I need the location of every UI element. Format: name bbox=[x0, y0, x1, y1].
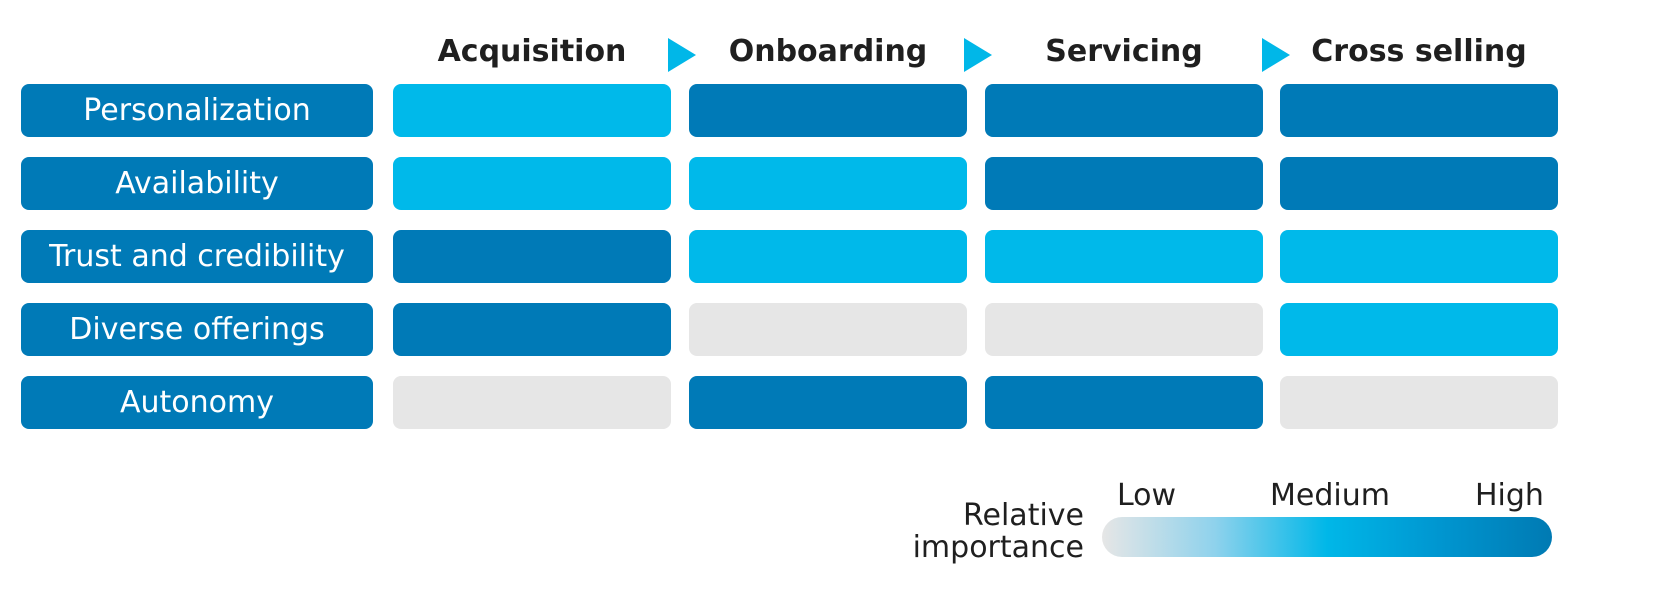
column-header-cross-selling: Cross selling bbox=[1311, 34, 1527, 69]
row-label-autonomy: Autonomy bbox=[21, 376, 373, 429]
legend-title-line-1: Relative bbox=[963, 498, 1084, 533]
cell-diverse-offerings-acquisition bbox=[393, 303, 671, 356]
row-label-diverse-offerings: Diverse offerings bbox=[21, 303, 373, 356]
cell-availability-servicing bbox=[985, 157, 1263, 210]
cell-diverse-offerings-servicing bbox=[985, 303, 1263, 356]
stage-arrow-icon bbox=[1262, 38, 1290, 72]
cell-personalization-acquisition bbox=[393, 84, 671, 137]
legend-gradient-bar bbox=[1102, 517, 1552, 557]
cell-autonomy-onboarding bbox=[689, 376, 967, 429]
cell-personalization-onboarding bbox=[689, 84, 967, 137]
column-header-onboarding: Onboarding bbox=[728, 34, 928, 69]
legend-title-line-2: importance bbox=[912, 530, 1084, 565]
legend-low-label: Low bbox=[1117, 478, 1177, 513]
row-label-personalization: Personalization bbox=[21, 84, 373, 137]
cell-autonomy-cross-selling bbox=[1280, 376, 1558, 429]
column-header-acquisition: Acquisition bbox=[437, 34, 627, 69]
legend-title: Relative importance bbox=[860, 500, 1084, 564]
cell-personalization-cross-selling bbox=[1280, 84, 1558, 137]
legend-medium-label: Medium bbox=[1270, 478, 1390, 513]
cell-availability-acquisition bbox=[393, 157, 671, 210]
row-label-availability: Availability bbox=[21, 157, 373, 210]
cell-diverse-offerings-cross-selling bbox=[1280, 303, 1558, 356]
cell-trust-and-credibility-acquisition bbox=[393, 230, 671, 283]
cell-autonomy-acquisition bbox=[393, 376, 671, 429]
cell-availability-onboarding bbox=[689, 157, 967, 210]
column-header-servicing: Servicing bbox=[1045, 34, 1203, 69]
stage-arrow-icon bbox=[964, 38, 992, 72]
stage-arrow-icon bbox=[668, 38, 696, 72]
cell-availability-cross-selling bbox=[1280, 157, 1558, 210]
cell-personalization-servicing bbox=[985, 84, 1263, 137]
cell-autonomy-servicing bbox=[985, 376, 1263, 429]
cell-trust-and-credibility-servicing bbox=[985, 230, 1263, 283]
cell-trust-and-credibility-cross-selling bbox=[1280, 230, 1558, 283]
cell-diverse-offerings-onboarding bbox=[689, 303, 967, 356]
cell-trust-and-credibility-onboarding bbox=[689, 230, 967, 283]
row-label-trust-and-credibility: Trust and credibility bbox=[21, 230, 373, 283]
legend-high-label: High bbox=[1475, 478, 1544, 513]
